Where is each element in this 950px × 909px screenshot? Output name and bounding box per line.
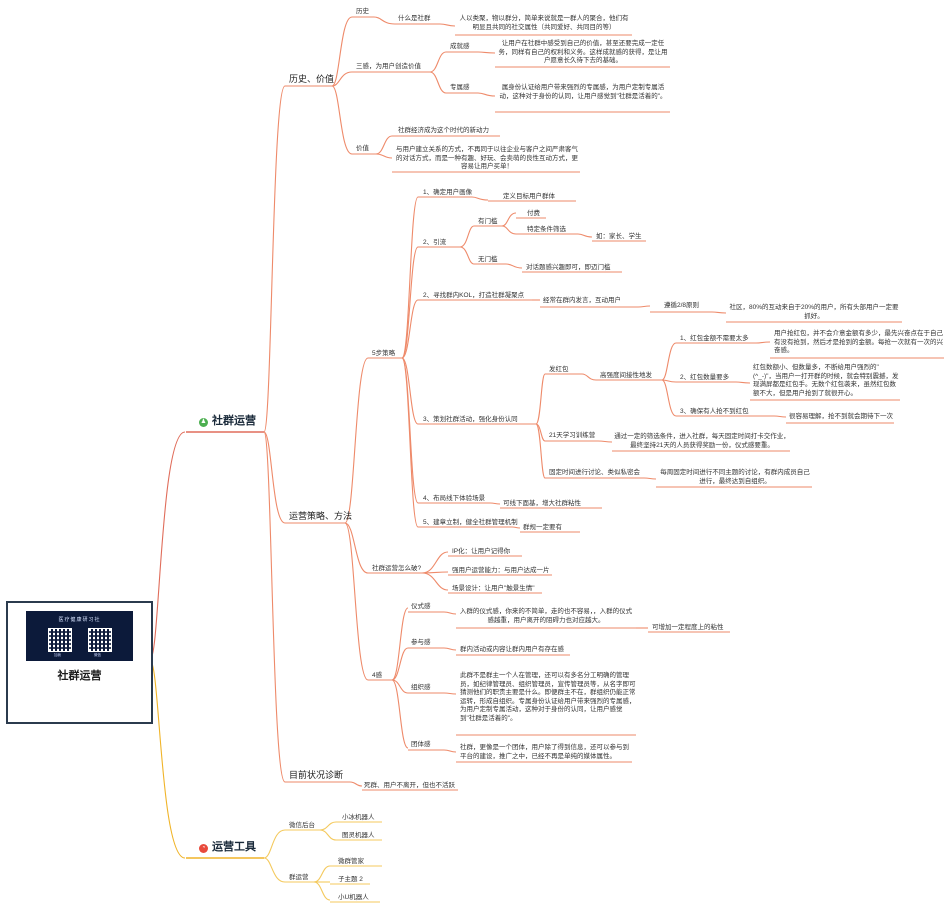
node-four-senses[interactable]: 4感	[372, 672, 383, 679]
node-five-steps[interactable]: 5步策略	[372, 350, 396, 357]
node-no-threshold-a[interactable]: 对话题感兴趣即可，即迈门槛	[526, 264, 611, 271]
node-specific-condition[interactable]: 特定条件筛选	[527, 226, 566, 233]
node-what-desc[interactable]: 人以类聚，物以群分，简单来说就是一群人的聚合，他们有明显且共同的社交属性（共同爱…	[459, 15, 629, 31]
root-title: 社群运营	[57, 670, 102, 682]
branch-tools[interactable]: 运营工具	[212, 841, 256, 853]
node-how-ability[interactable]: 强用户运营能力：与用户达成一片	[452, 567, 550, 574]
node-with-threshold[interactable]: 有门槛	[478, 218, 498, 225]
node-ritual[interactable]: 仪式感	[411, 603, 431, 610]
node-value-1[interactable]: 社群经济成为这个时代的新动力	[398, 127, 489, 134]
node-red-packet[interactable]: 发红包	[549, 366, 569, 373]
node-how[interactable]: 社群运营怎么破?	[372, 565, 422, 572]
node-red-packet-freq[interactable]: 高强度间接性地发	[600, 372, 652, 379]
root-node[interactable]: 医疗健康研习社 加我 微信 社群运营	[6, 601, 153, 724]
node-exclusive-desc[interactable]: 属身份认证给用户带来强烈的专属感，为用户定制专属活动，这种对于身份的认同，让用户…	[499, 84, 667, 100]
node-xiaou-bot[interactable]: 小U机器人	[338, 894, 369, 901]
node-rp3[interactable]: 3、确保有人抢不到红包	[680, 408, 749, 415]
node-salon[interactable]: 固定时间进行讨论、类似私密会	[549, 469, 640, 476]
node-no-threshold[interactable]: 无门槛	[478, 256, 498, 263]
node-rp1-desc[interactable]: 用户抢红包，并不会介意金额有多少，最先兴奋点在于自己有没有抢到，然后才是抢到的金…	[774, 330, 943, 354]
node-how-scene[interactable]: 场景设计：让用户"触景生情"	[452, 585, 535, 592]
node-weiqun-manager[interactable]: 微群管家	[338, 858, 364, 865]
node-team-desc[interactable]: 社群，更像是一个团体，用户除了得到信息，还可以参与到平台的建设，推广之中，已经不…	[460, 744, 629, 760]
node-ritual-desc[interactable]: 入群的仪式感，你来的不简单，走的也不容易，，入群的仪式感越重，用户离开的阻碍力也…	[459, 608, 633, 624]
node-value-2[interactable]: 与用户建立关系的方式，不再同于以往企业与客户之间严肃客气的对话方式，而是一种有趣…	[396, 146, 578, 170]
qr-code-left	[48, 628, 72, 652]
clock-icon: ◔	[199, 844, 208, 853]
node-history[interactable]: 历史	[356, 8, 369, 15]
node-ritual-extra[interactable]: 可增加一定程度上的粘性	[652, 624, 724, 631]
node-history-value[interactable]: 历史、价值	[289, 74, 335, 84]
node-value[interactable]: 价值	[356, 145, 369, 152]
node-turing-bot[interactable]: 图灵机器人	[342, 832, 375, 839]
node-organization[interactable]: 组织感	[411, 684, 431, 691]
node-participation[interactable]: 参与感	[411, 639, 431, 646]
node-achievement-desc[interactable]: 让用户在社群中感受到自己的价值，甚至还要完成一定任务，同样有自己的权利和义务。这…	[498, 40, 668, 64]
qr-caption-left: 加我	[54, 653, 61, 657]
qr-code-image: 医疗健康研习社 加我 微信	[26, 611, 133, 661]
node-rp1[interactable]: 1、红包金额不需要太多	[680, 335, 749, 342]
node-rp2-desc[interactable]: 红包数额小、但数量多，不断给用户强烈的"(^_-)"，当用户一打开群的时候，就会…	[753, 364, 899, 397]
node-xiaobing-bot[interactable]: 小冰机器人	[342, 814, 375, 821]
node-rp3-desc[interactable]: 很容易理解，抢不到就会期待下一次	[789, 413, 893, 420]
node-step3-rule-desc[interactable]: 社区，80%的互动来自于20%的用户，所有头部用户一定要抓好。	[729, 304, 899, 320]
node-three-senses[interactable]: 三感，为用户创造价值	[356, 63, 421, 70]
node-step3[interactable]: 2、寻找群内KOL，打造社群凝聚点	[423, 292, 525, 299]
person-icon: ♟	[199, 418, 208, 427]
node-step1[interactable]: 1、确定用户画像	[423, 189, 473, 196]
node-camp[interactable]: 21天学习训练营	[549, 432, 596, 439]
node-salon-desc[interactable]: 每周固定时间进行不同主题的讨论，有群内成员自己进行，最终达到自组织。	[660, 469, 810, 485]
qr-code-right	[88, 628, 112, 652]
node-step4[interactable]: 3、策划社群活动，强化身份认同	[423, 416, 518, 423]
node-what-is-community[interactable]: 什么是社群	[398, 15, 431, 22]
node-rp2[interactable]: 2、红包数量要多	[680, 374, 730, 381]
node-how-ip[interactable]: IP化：让用户记得你	[452, 548, 511, 555]
node-diagnosis-desc[interactable]: 死群、用户不离开，但也不活跃	[364, 782, 455, 789]
node-paid[interactable]: 付费	[527, 210, 540, 217]
node-achievement[interactable]: 成就感	[450, 43, 470, 50]
node-camp-desc[interactable]: 通过一定的筛选条件，进入社群，每天固定时间打卡交作业，最终坚持21天的人员获得奖…	[614, 433, 790, 449]
node-organization-desc[interactable]: 此群不是群主一个人在管理，还可以有多名分工明确的管理员，如纪律管理员、组织管理员…	[460, 672, 636, 722]
node-team[interactable]: 团体感	[411, 741, 431, 748]
node-exclusive[interactable]: 专属感	[450, 84, 470, 91]
node-condition-example[interactable]: 如：家长、学生	[596, 233, 642, 240]
node-wechat-backend[interactable]: 微信后台	[289, 822, 315, 829]
node-step6[interactable]: 5、建章立制，健全社群管理机制	[423, 519, 518, 526]
node-subtopic-2[interactable]: 子主题 2	[338, 876, 363, 883]
node-step5-a[interactable]: 可线下面基，增大社群粘性	[503, 500, 581, 507]
branch-ops[interactable]: 社群运营	[212, 415, 256, 427]
node-step5[interactable]: 4、布局线下体验场景	[423, 495, 486, 502]
node-step1-a[interactable]: 定义目标用户群体	[503, 193, 555, 200]
node-step3-rule[interactable]: 遵循2/8原则	[664, 302, 700, 309]
node-step2[interactable]: 2、引流	[423, 239, 447, 246]
image-heading: 医疗健康研习社	[58, 617, 101, 623]
node-participation-desc[interactable]: 群内活动或内容让群内用户有存在感	[460, 646, 564, 653]
node-step6-a[interactable]: 群规一定要有	[523, 524, 562, 531]
node-diagnosis[interactable]: 目前状况诊断	[289, 770, 344, 780]
node-step3-a[interactable]: 经常在群内发言，互动用户	[543, 297, 621, 304]
qr-caption-right: 微信	[94, 653, 101, 657]
node-strategy[interactable]: 运营策略、方法	[289, 511, 353, 521]
node-group-ops[interactable]: 群运营	[289, 874, 309, 881]
